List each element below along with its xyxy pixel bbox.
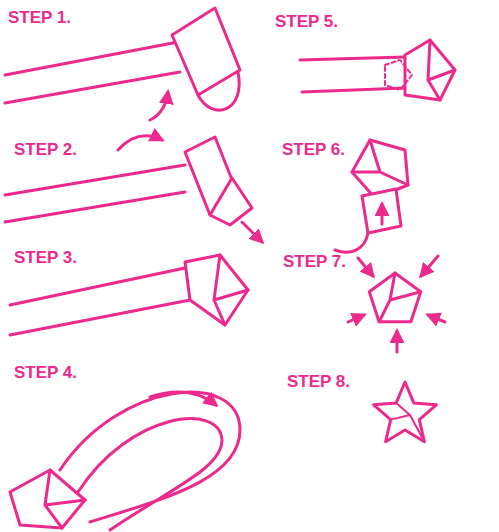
step1-figure [5, 8, 240, 120]
step7-figure [348, 256, 445, 352]
step-label: STEP 3. [14, 248, 77, 268]
step-label: STEP 4. [14, 363, 77, 383]
step-label: STEP 1. [8, 8, 71, 28]
step-label: STEP 5. [275, 12, 338, 32]
step-label: STEP 6. [282, 140, 345, 160]
step-label: STEP 2. [14, 140, 77, 160]
step-label: STEP 7. [283, 252, 346, 272]
step8-figure [374, 382, 437, 442]
step5-figure [300, 40, 455, 100]
step2-figure [5, 136, 262, 242]
step6-figure [335, 140, 408, 252]
step-label: STEP 8. [287, 372, 350, 392]
step4-figure [10, 392, 240, 530]
